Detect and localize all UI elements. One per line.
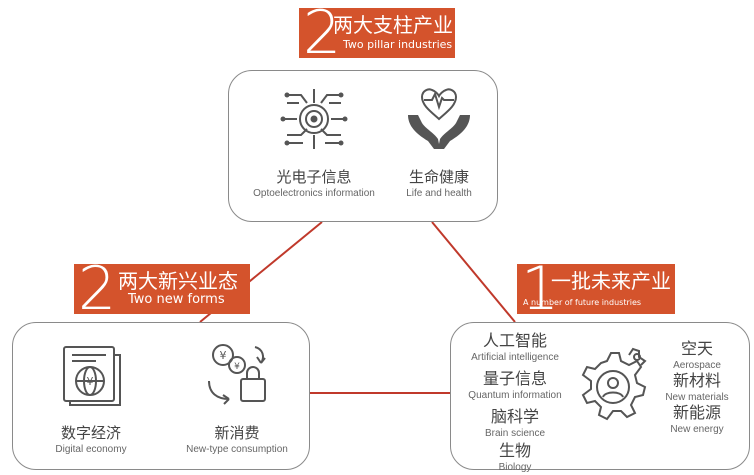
quantum-label-zh: 量子信息: [482, 369, 547, 388]
future-industries-title-zh: 一批未来产业: [551, 269, 671, 293]
digital-globe-icon: ¥: [63, 346, 121, 406]
digital-economy-item: ¥ 数字经济 Digital economy: [41, 341, 141, 457]
new-materials-item: 新材料 New materials: [647, 371, 747, 405]
brain-science-label-zh: 脑科学: [490, 407, 539, 426]
future-industries-title-en: A number of future industries: [523, 298, 642, 307]
ai-label-zh: 人工智能: [482, 331, 547, 350]
new-materials-label-en: New materials: [665, 392, 729, 403]
new-forms-title-zh: 两大新兴业态: [118, 269, 238, 293]
brain-science-label-en: Brain science: [484, 428, 546, 439]
new-consumption-item: ¥ ¥ 新消费 New-type consumption: [177, 341, 297, 457]
digital-economy-label-en: Digital economy: [55, 444, 127, 455]
biology-label-en: Biology: [498, 462, 532, 473]
svg-text:¥: ¥: [87, 375, 94, 388]
gear-person-icon: [581, 347, 647, 421]
life-health-label-en: Life and health: [406, 188, 472, 199]
brain-science-item: 脑科学 Brain science: [451, 407, 579, 441]
new-energy-label-zh: 新能源: [672, 403, 721, 422]
life-health-item: 生命健康 Life and health: [389, 85, 489, 201]
digital-economy-label-zh: 数字经济: [60, 424, 121, 442]
new-forms-banner: 2 两大新兴业态 Two new forms: [74, 256, 250, 322]
new-forms-panel: ¥ 数字经济 Digital economy ¥ ¥ 新消费 New-type …: [12, 322, 310, 470]
hands-heart-icon: [408, 88, 470, 149]
optoelectronics-item: 光电子信息 Optoelectronics information: [239, 85, 389, 201]
quantum-label-en: Quantum information: [468, 390, 562, 401]
optoelectronics-label-zh: 光电子信息: [276, 168, 352, 186]
circuit-chip-icon: [280, 89, 348, 149]
new-energy-label-en: New energy: [670, 424, 724, 435]
optoelectronics-label-en: Optoelectronics information: [253, 188, 375, 199]
svg-text:¥: ¥: [234, 362, 240, 372]
new-forms-title-en: Two new forms: [128, 292, 225, 307]
new-energy-item: 新能源 New energy: [647, 403, 747, 437]
new-consumption-label-en: New-type consumption: [186, 444, 288, 455]
shopping-bag-icon: ¥ ¥: [208, 344, 266, 405]
svg-text:¥: ¥: [220, 349, 227, 362]
aerospace-label-en: Aerospace: [673, 360, 721, 371]
life-health-label-zh: 生命健康: [408, 168, 469, 186]
future-industries-number: 1: [521, 254, 560, 324]
quantum-item: 量子信息 Quantum information: [451, 369, 579, 403]
future-industries-panel: 人工智能 Artificial intelligence 量子信息 Quantu…: [450, 322, 750, 473]
connector-top-right: [431, 221, 516, 323]
pillar-industries-title-en: Two pillar industries: [343, 38, 453, 51]
pillar-industries-panel: 光电子信息 Optoelectronics information 生命健康 L…: [228, 70, 498, 222]
pillar-industries-banner: 2 两大支柱产业 Two pillar industries: [299, 0, 455, 66]
new-materials-label-zh: 新材料: [672, 371, 721, 390]
ai-item: 人工智能 Artificial intelligence: [451, 331, 579, 365]
biology-item: 生物 Biology: [451, 441, 579, 475]
biology-label-zh: 生物: [498, 441, 531, 460]
pillar-industries-number: 2: [303, 0, 342, 68]
new-consumption-label-zh: 新消费: [214, 424, 260, 442]
new-forms-number: 2: [78, 254, 117, 324]
aerospace-label-zh: 空天: [680, 339, 713, 358]
pillar-industries-title-zh: 两大支柱产业: [333, 13, 453, 37]
ai-label-en: Artificial intelligence: [471, 352, 559, 363]
future-industries-banner: 1 一批未来产业 A number of future industries: [517, 256, 675, 322]
aerospace-item: 空天 Aerospace: [647, 339, 747, 373]
